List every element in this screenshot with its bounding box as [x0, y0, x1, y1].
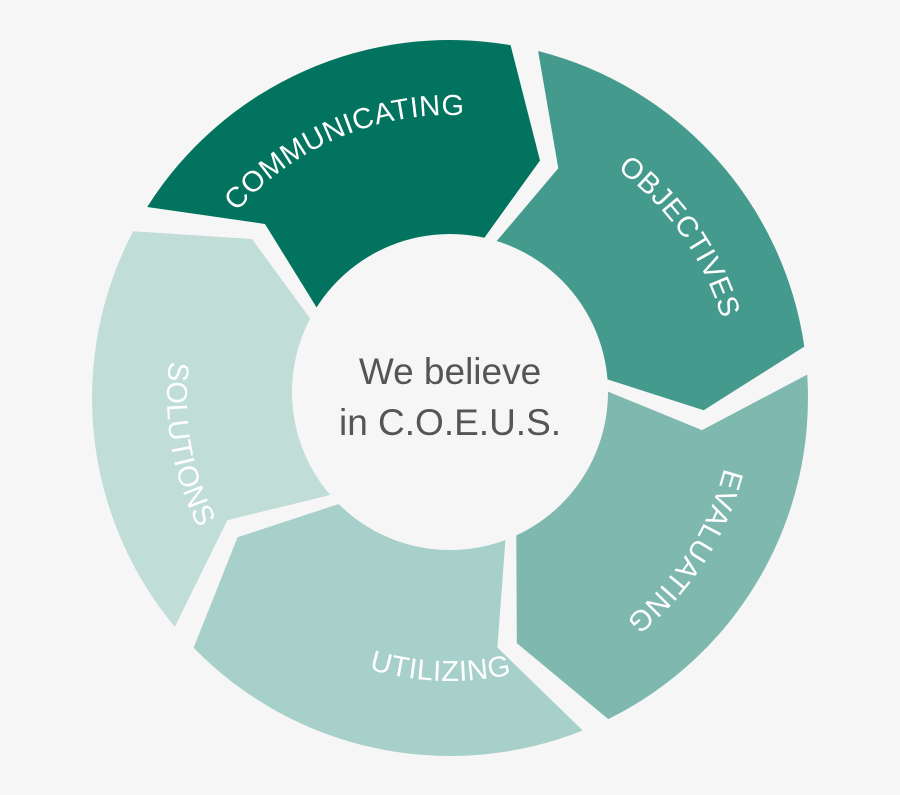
center-text-line1: We believe [359, 351, 541, 392]
center-text-line2: in C.O.E.U.S. [339, 402, 561, 443]
segment-solutions [92, 231, 335, 627]
center-circle [292, 234, 608, 550]
segment-utilizing [193, 502, 583, 756]
segment-objectives [486, 51, 805, 411]
segment-communicating [147, 40, 540, 319]
